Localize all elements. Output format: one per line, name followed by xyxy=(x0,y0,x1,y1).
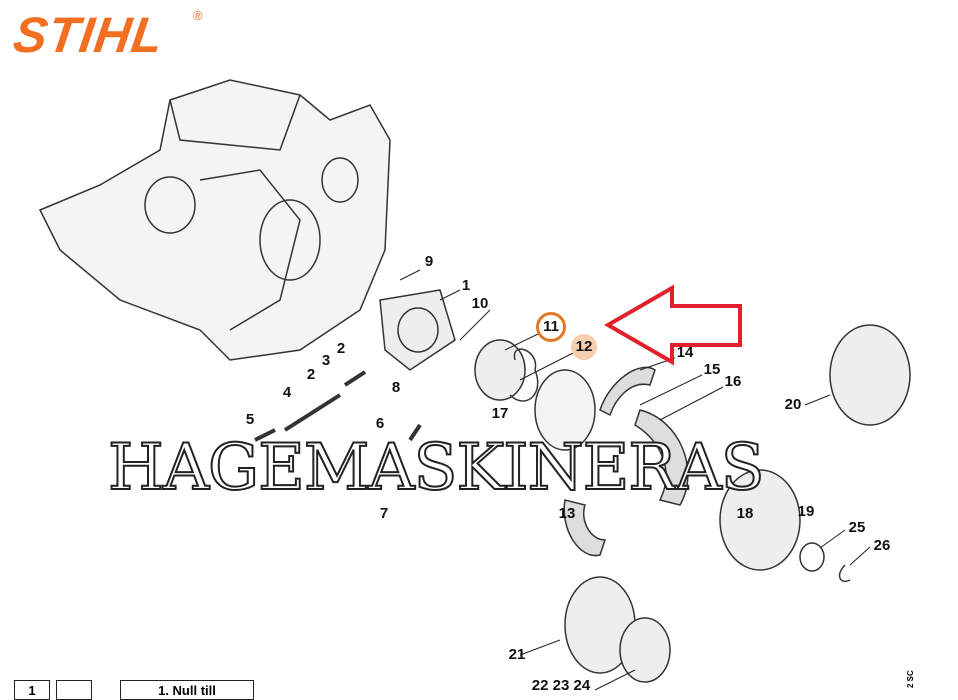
part-label-11-selected[interactable]: 11 xyxy=(536,312,566,342)
part-label-8[interactable]: 8 xyxy=(391,379,401,396)
part-label-25[interactable]: 25 xyxy=(848,519,866,536)
part-label-12-highlighted[interactable]: 12 xyxy=(571,334,597,360)
part-label-15[interactable]: 15 xyxy=(703,361,721,378)
part-label-2a[interactable]: 2 xyxy=(336,340,346,357)
footer-button-2[interactable] xyxy=(56,680,92,700)
part-label-1[interactable]: 1 xyxy=(461,277,471,294)
footer-button-1[interactable]: 1 xyxy=(14,680,50,700)
leader-lines xyxy=(399,269,871,691)
footer-button-null-till[interactable]: 1. Null till xyxy=(120,680,254,700)
part-label-10[interactable]: 10 xyxy=(471,295,489,312)
part-label-9[interactable]: 9 xyxy=(424,253,434,270)
diagram-code: 2 SC xyxy=(906,670,915,688)
watermark: HAGEMASKINERAS xyxy=(107,431,766,505)
part-label-7[interactable]: 7 xyxy=(379,505,389,522)
parts xyxy=(254,289,911,683)
part-label-5[interactable]: 5 xyxy=(245,411,255,428)
part-label-2b[interactable]: 2 xyxy=(306,366,316,383)
engine-block xyxy=(38,79,391,361)
part-label-3[interactable]: 3 xyxy=(321,352,331,369)
part-label-14[interactable]: 14 xyxy=(676,344,694,361)
part-label-17[interactable]: 17 xyxy=(491,405,509,422)
part-label-13[interactable]: 13 xyxy=(558,505,576,522)
part-label-21[interactable]: 21 xyxy=(508,646,526,663)
part-label-22-23-24[interactable]: 22 23 24 xyxy=(531,677,591,694)
part-label-16[interactable]: 16 xyxy=(724,373,742,390)
part-label-18[interactable]: 18 xyxy=(736,505,754,522)
part-label-20[interactable]: 20 xyxy=(784,396,802,413)
part-label-26[interactable]: 26 xyxy=(873,537,891,554)
part-label-4[interactable]: 4 xyxy=(282,384,292,401)
registered-mark: ® xyxy=(193,8,203,23)
part-label-6[interactable]: 6 xyxy=(375,415,385,432)
highlight-arrow xyxy=(604,284,742,366)
part-label-19[interactable]: 19 xyxy=(797,503,815,520)
